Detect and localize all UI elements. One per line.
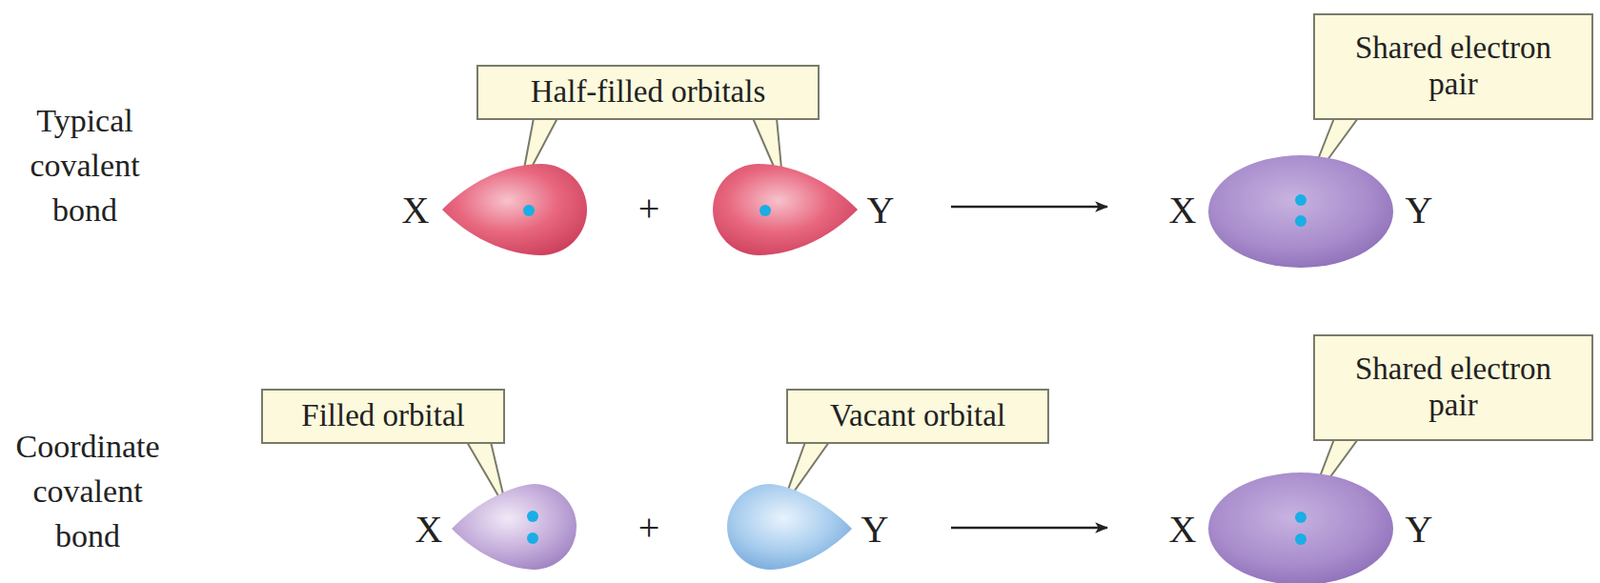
row-label: Typical covalent bond <box>3 99 166 234</box>
plus-sign: + <box>638 505 661 550</box>
callout-box: Filled orbital <box>261 388 506 445</box>
atom-symbol: X <box>1169 506 1197 552</box>
atom-symbol: Y <box>867 187 895 233</box>
orbital <box>442 155 1394 268</box>
atom-symbol: X <box>415 506 444 552</box>
callout-box: Shared electron pair <box>1313 334 1594 442</box>
callout-tail <box>466 118 1358 511</box>
callout-box: Shared electron pair <box>1313 13 1594 121</box>
atom-symbol: X <box>1169 187 1197 233</box>
atom-symbol: Y <box>1405 187 1434 233</box>
callout-text: Shared electron pair <box>1336 30 1571 103</box>
atom-symbol: Y <box>1405 506 1434 552</box>
reaction-arrow <box>951 526 1108 530</box>
callout-text: Filled orbital <box>301 398 465 435</box>
atom-symbol: Y <box>861 506 890 552</box>
callout-text: Shared electron pair <box>1336 351 1571 425</box>
callout-box: Vacant orbital <box>786 388 1050 445</box>
callout-text: Vacant orbital <box>830 398 1006 435</box>
reaction-arrow <box>951 205 1108 209</box>
callout-text: Half-filled orbitals <box>530 74 767 111</box>
atom-symbol: X <box>402 187 430 233</box>
callout-box: Half-filled orbitals <box>476 64 820 121</box>
orbital <box>451 472 1394 583</box>
plus-sign: + <box>638 185 661 231</box>
row-label: Coordinate covalent bond <box>6 425 169 560</box>
